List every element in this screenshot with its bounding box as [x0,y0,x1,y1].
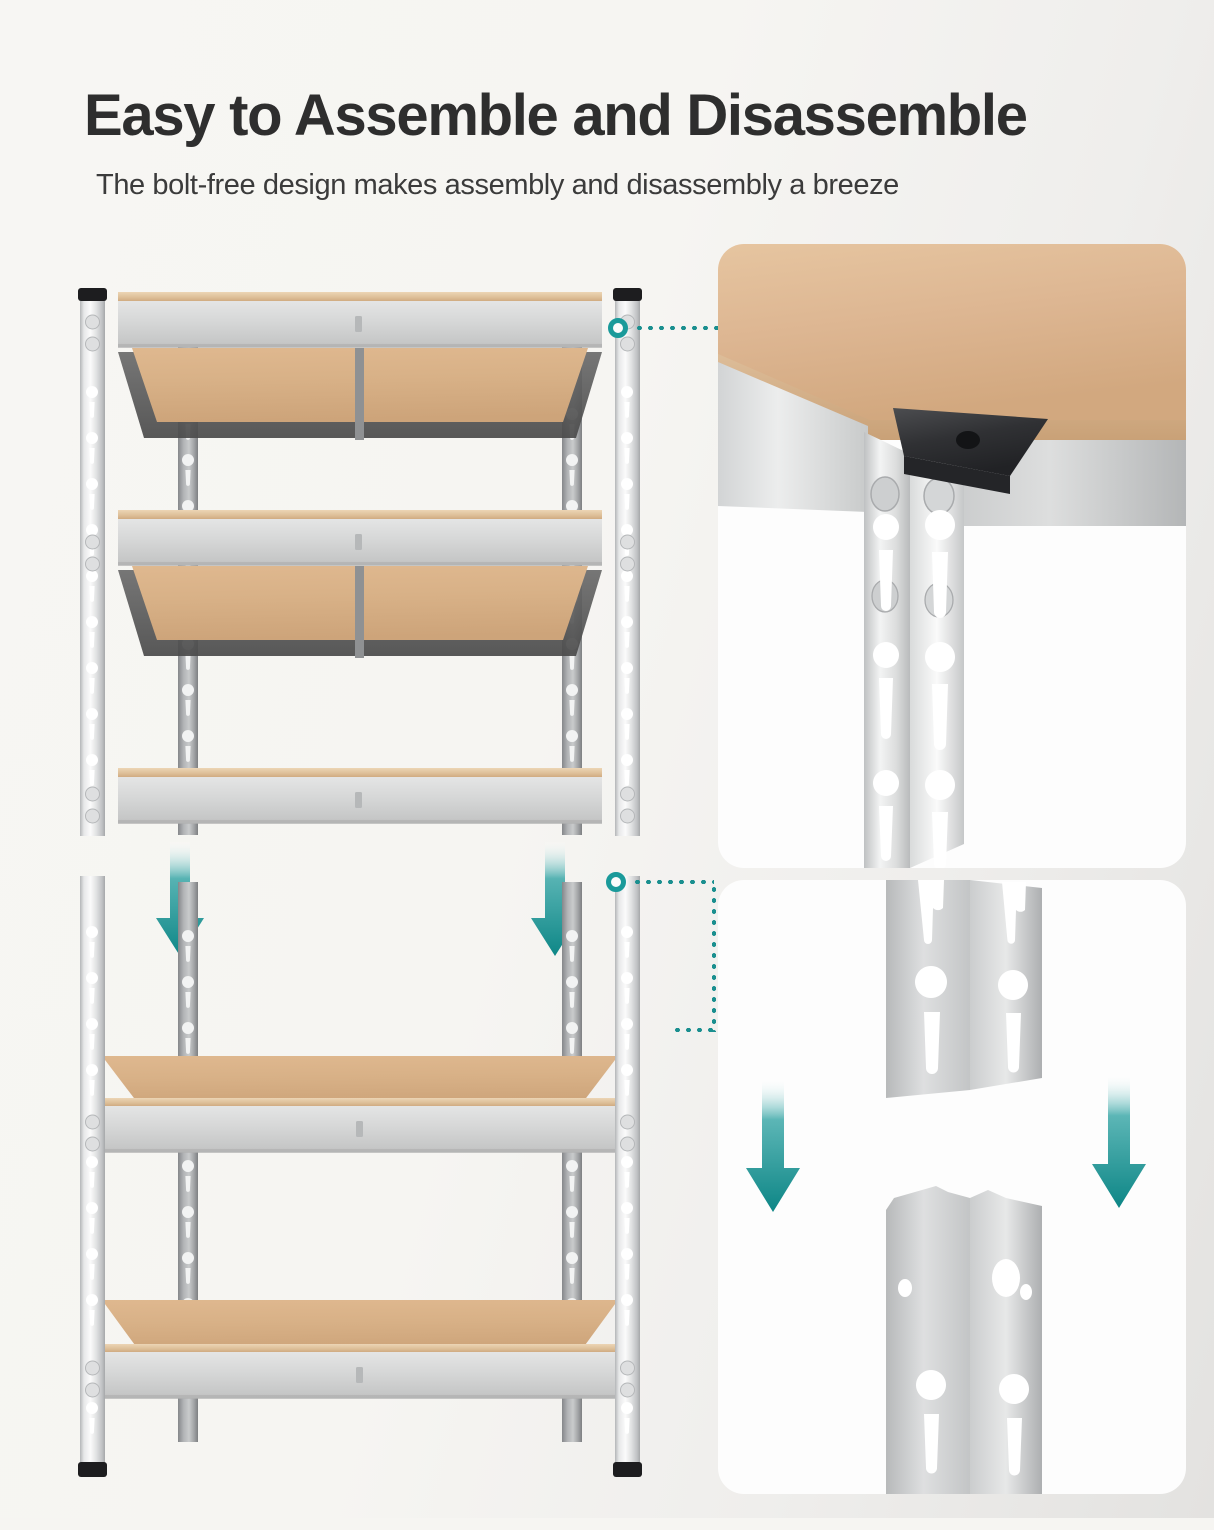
top-corner-callout-leader [634,326,722,330]
lower-section-holes [898,1259,1032,1476]
lower-l-post-section [886,1186,1042,1494]
bottom-beam-shade [102,1395,618,1399]
lower-front-right-post [615,876,640,1466]
shelf-corner-detail-art [718,244,1186,868]
middle-shelf-center-divider [355,566,364,658]
post-joint-callout-marker[interactable] [606,872,626,892]
top-corner-callout-marker[interactable] [608,318,628,338]
right-down-arrow [1092,1076,1146,1208]
upper-l-post-section [886,880,1042,1098]
middle-shelf [118,510,602,658]
middle-beam-shade [118,562,602,566]
third-beam-shade [118,820,602,824]
middle-shelf-board-edge [118,510,602,519]
middle-beam-latch [355,534,362,550]
post-joint-detail-art [746,880,1146,1494]
page-subtitle: The bolt-free design makes assembly and … [96,168,899,201]
top-beam-latch [355,316,362,332]
lower-assembly [78,876,642,1477]
post-joint-leader-vertical [712,884,716,1032]
detail-black-corner-cap [893,408,1048,494]
fourth-shelf-board [102,1056,618,1106]
detail-panel-top [718,244,1186,868]
shelving-unit-illustration [78,288,642,1477]
top-shelf [118,292,602,440]
upper-section-keyhole-slots [915,880,1029,1074]
bottom-shelf-board [102,1300,618,1352]
header: Easy to Assemble and Disassemble The bol… [84,83,1144,202]
upper-assembly [78,288,642,836]
fourth-beam-latch [356,1121,363,1137]
upper-post-rivets [85,314,635,824]
detail-mdf-board-top [718,244,1186,420]
left-down-arrow [746,1080,800,1212]
fourth-shelf [102,1056,618,1153]
detail-post-keyhole-slots [873,510,956,868]
right-post-top-cap [613,288,642,301]
bottom-shelf-board-edge [102,1344,618,1352]
left-post-foot-cap [78,1462,107,1477]
lower-post-rivets [85,1114,635,1398]
right-post-foot-cap [613,1462,642,1477]
separation-arrows [156,842,579,956]
post-joint-leader-top [632,880,714,884]
page-title: Easy to Assemble and Disassemble [84,83,1028,148]
fourth-shelf-board-edge [102,1098,618,1106]
bottom-shelf [102,1300,618,1399]
detail-panel-bottom [718,880,1186,1494]
post-joint-leader-bottom [672,1028,728,1032]
top-beam-shade [118,344,602,348]
left-post-top-cap [78,288,107,301]
detail-left-side-beam [718,362,868,512]
third-shelf-board-edge [118,768,602,777]
third-shelf [118,768,602,824]
top-shelf-board-edge [118,292,602,301]
lower-front-left-post [80,876,105,1466]
bottom-beam-latch [356,1367,363,1383]
fourth-beam-shade [102,1149,618,1153]
third-beam-latch [355,792,362,808]
top-shelf-center-divider [355,348,364,440]
